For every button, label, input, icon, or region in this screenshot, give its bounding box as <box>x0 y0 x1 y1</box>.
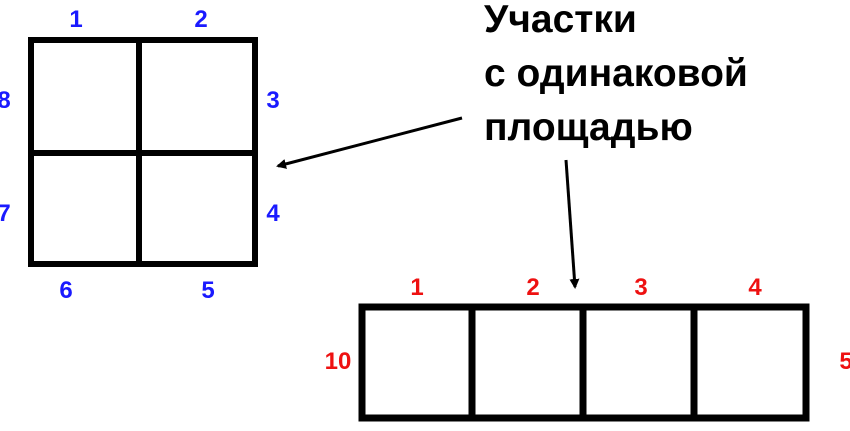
rect-label-2: 2 <box>526 274 539 301</box>
rect-label-5: 5 <box>839 348 850 375</box>
square-label-1: 1 <box>69 6 82 33</box>
title-line-1: Участки <box>484 0 637 41</box>
square-label-6: 6 <box>59 277 72 304</box>
square-label-4: 4 <box>266 200 280 227</box>
arrow-to-rectangle <box>564 159 580 289</box>
rect-label-10: 10 <box>325 348 352 375</box>
square-plot <box>28 37 258 267</box>
arrow-to-square <box>276 116 463 169</box>
rectangle-plot <box>358 303 810 422</box>
rect-label-3: 3 <box>634 274 647 301</box>
square-label-2: 2 <box>194 6 207 33</box>
square-label-5: 5 <box>201 277 214 304</box>
square-label-7: 7 <box>0 200 11 227</box>
rect-label-1: 1 <box>410 274 423 301</box>
square-label-8: 8 <box>0 87 11 114</box>
title-line-3: площадью <box>484 106 693 149</box>
square-label-3: 3 <box>266 87 279 114</box>
rect-label-4: 4 <box>748 274 762 301</box>
title-line-2: с одинаковой <box>484 52 748 95</box>
